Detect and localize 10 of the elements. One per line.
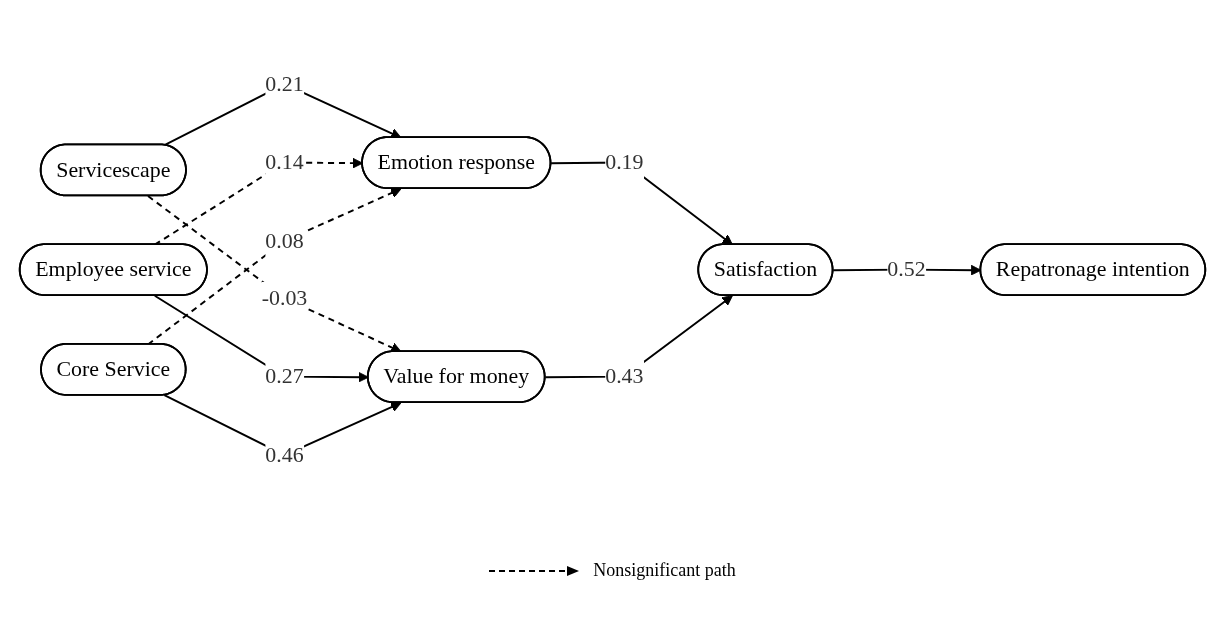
edge-label: 0.43	[605, 364, 644, 389]
edge-label: 0.14	[265, 150, 304, 175]
edge-label: 0.46	[265, 442, 304, 468]
legend-text: Nonsignificant path	[593, 560, 736, 581]
edge-label: 0.21	[265, 71, 304, 97]
edge-label: 0.19	[605, 150, 644, 175]
edge-label: -0.03	[261, 285, 308, 311]
edge-label: 0.52	[887, 257, 926, 282]
edge-label: 0.27	[265, 364, 304, 389]
edge-label: 0.08	[265, 228, 304, 253]
